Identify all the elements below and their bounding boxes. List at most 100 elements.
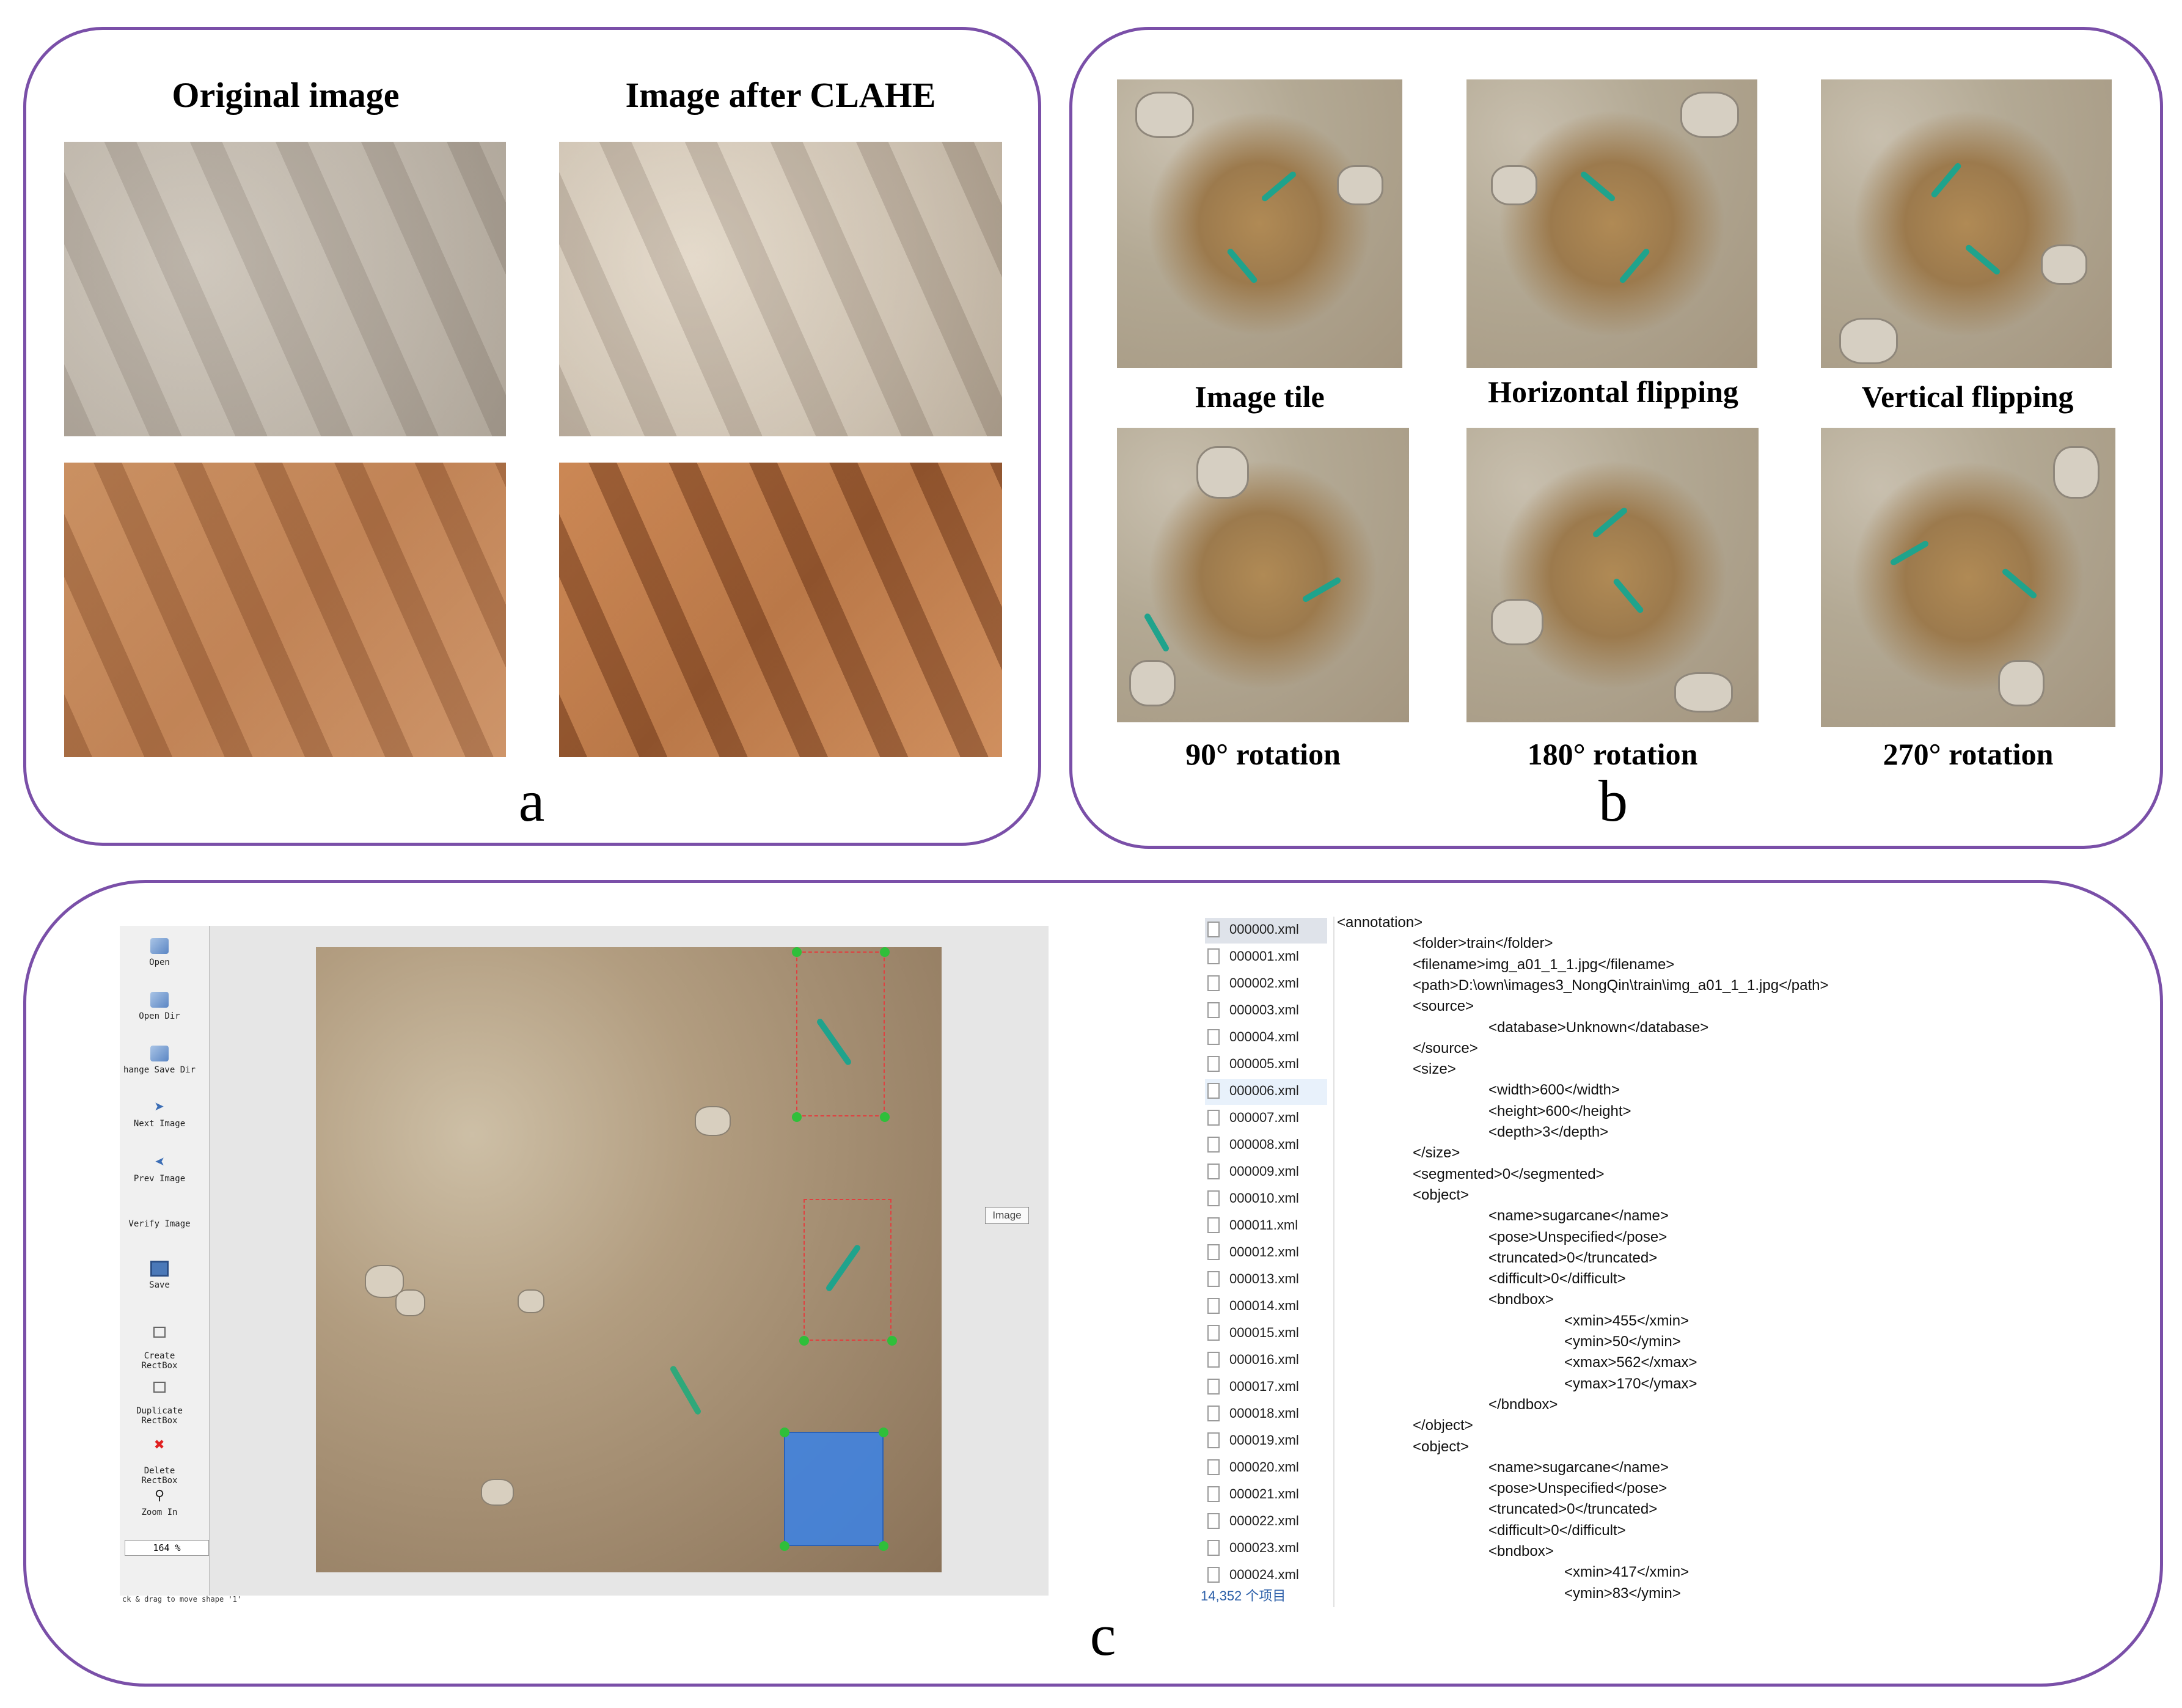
bbox-sugarcane-2[interactable] [804,1199,891,1341]
file-item[interactable]: 000005.xml [1205,1052,1327,1078]
file-item[interactable]: 000011.xml [1205,1214,1327,1239]
bbox-sugarcane-1[interactable] [796,951,885,1116]
xml-file-icon [1207,1217,1220,1233]
xml-file-icon [1207,1459,1220,1475]
file-item[interactable]: 000021.xml [1205,1483,1327,1508]
file-item[interactable]: 000018.xml [1205,1402,1327,1428]
file-item[interactable]: 000008.xml [1205,1133,1327,1159]
xml-file-icon [1207,1244,1220,1260]
file-item[interactable]: 000015.xml [1205,1321,1327,1347]
file-name: 000014.xml [1229,1298,1299,1313]
file-item[interactable]: 000022.xml [1205,1509,1327,1535]
xml-line: </object> [1413,1417,1473,1434]
file-item[interactable]: 000000.xml [1205,918,1327,944]
xml-line: <pose>Unspecified</pose> [1488,1480,1668,1497]
bbox-selected[interactable] [784,1432,884,1546]
zoom-value-field[interactable]: 164 % [125,1540,209,1556]
tile-horizontal-flip [1466,79,1757,368]
file-item[interactable]: 000017.xml [1205,1375,1327,1401]
change-save-dir-icon [150,1046,169,1061]
open-dir-button[interactable]: Open Dir [120,992,199,1021]
file-item[interactable]: 000023.xml [1205,1536,1327,1562]
verify-image-button[interactable]: Verify Image [120,1219,199,1229]
bbox-vertex[interactable] [880,947,890,957]
bbox-vertex[interactable] [792,1112,802,1122]
create-rectbox-button[interactable]: Create RectBox [120,1317,199,1371]
xml-line: <ymin>83</ymin> [1564,1585,1681,1602]
caption-horizontal-flipping: Horizontal flipping [1488,375,1738,409]
title-original-image: Original image [172,75,400,115]
file-name: 000013.xml [1229,1271,1299,1286]
xml-file-icon [1207,1083,1220,1099]
prev-image-button[interactable]: ➤ Prev Image [120,1152,199,1184]
file-name: 000010.xml [1229,1190,1299,1206]
tile-rotation-270 [1821,428,2115,727]
clahe-image-brown [559,463,1002,757]
bbox-vertex[interactable] [780,1541,789,1551]
bbox-vertex[interactable] [887,1336,897,1346]
file-item[interactable]: 000010.xml [1205,1187,1327,1212]
image-side-tab[interactable]: Image [985,1207,1029,1224]
save-icon [150,1261,169,1277]
bbox-vertex[interactable] [879,1541,888,1551]
change-save-dir-button[interactable]: hange Save Dir [120,1046,199,1075]
xml-line: <name>sugarcane</name> [1488,1459,1669,1476]
bbox-vertex[interactable] [880,1112,890,1122]
tile-original [1117,79,1402,368]
save-button[interactable]: Save [120,1261,199,1290]
xml-file-icon [1207,1352,1220,1368]
xml-line: <pose>Unspecified</pose> [1488,1228,1668,1245]
xml-line: <segmented>0</segmented> [1413,1165,1605,1182]
duplicate-rectbox-button[interactable]: Duplicate RectBox [120,1372,199,1426]
file-name: 000021.xml [1229,1486,1299,1501]
file-item[interactable]: 000009.xml [1205,1160,1327,1186]
bbox-vertex[interactable] [879,1428,888,1437]
file-name: 000019.xml [1229,1432,1299,1448]
caption-90-rotation: 90° rotation [1185,737,1341,771]
file-item[interactable]: 000019.xml [1205,1429,1327,1454]
file-name: 000001.xml [1229,948,1299,964]
file-item[interactable]: 000001.xml [1205,945,1327,970]
file-item[interactable]: 000013.xml [1205,1267,1327,1293]
next-image-label: Next Image [133,1119,186,1129]
file-item[interactable]: 000014.xml [1205,1294,1327,1320]
file-name: 000016.xml [1229,1352,1299,1367]
bbox-vertex[interactable] [799,1336,809,1346]
file-item[interactable]: 000004.xml [1205,1025,1327,1051]
delete-rectbox-button[interactable]: ✖ Delete RectBox [120,1427,199,1486]
xml-line: <width>600</width> [1488,1082,1620,1099]
zoom-in-button[interactable]: ⚲ Zoom In [120,1488,199,1517]
create-rectbox-label: Create RectBox [141,1351,178,1371]
tile-rotation-180 [1466,428,1759,722]
bbox-vertex[interactable] [780,1428,789,1437]
file-item[interactable]: 000016.xml [1205,1348,1327,1374]
verify-image-label: Verify Image [128,1219,191,1229]
xml-line: <name>sugarcane</name> [1488,1208,1669,1225]
caption-vertical-flipping: Vertical flipping [1861,379,2074,414]
file-name: 000018.xml [1229,1406,1299,1421]
file-name: 000005.xml [1229,1056,1299,1071]
panel-c-label: c [1089,1602,1116,1668]
bbox-vertex[interactable] [792,947,802,957]
xml-file-icon [1207,1540,1220,1556]
status-bar-text: ck & drag to move shape '1' [122,1595,242,1604]
xml-file-icon [1207,1190,1220,1206]
caption-270-rotation: 270° rotation [1883,737,2054,771]
open-dir-icon [150,992,169,1008]
file-item[interactable]: 000007.xml [1205,1106,1327,1132]
file-item[interactable]: 000012.xml [1205,1241,1327,1266]
file-name: 000024.xml [1229,1567,1299,1582]
open-button[interactable]: Open [120,938,199,967]
file-item[interactable]: 000024.xml [1205,1563,1327,1589]
delete-x-icon: ✖ [154,1434,165,1454]
next-image-button[interactable]: ➤ Next Image [120,1099,199,1129]
file-item[interactable]: 000002.xml [1205,972,1327,997]
duplicate-rectbox-label: Duplicate RectBox [136,1406,183,1426]
file-item[interactable]: 000020.xml [1205,1456,1327,1481]
panel-b-label: b [1598,768,1628,834]
file-item[interactable]: 000006.xml [1205,1079,1327,1105]
file-item[interactable]: 000003.xml [1205,999,1327,1024]
xml-line: <truncated>0</truncated> [1488,1249,1658,1266]
original-image-brown [64,463,506,757]
xml-file-icon [1207,1271,1220,1287]
